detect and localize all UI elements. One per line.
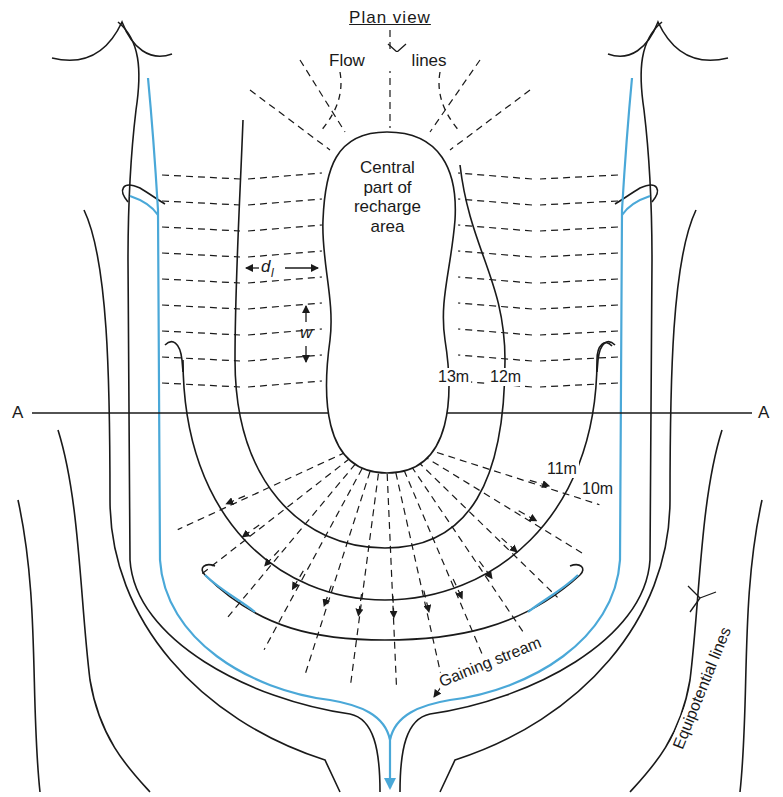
flow-line [248,173,322,179]
flow-line [162,331,240,335]
flow-line [248,303,322,309]
flow-line [162,201,240,205]
flow-line [540,253,618,257]
flow-line [450,90,530,150]
contour-value: 13m [436,368,471,386]
flow-line [264,469,362,650]
flow-line [458,355,532,361]
equipotential-label: Equipotential lines [669,623,735,754]
flow-line [248,225,322,231]
flow-line [404,470,486,662]
flow-line [292,571,303,589]
flow-line [458,199,532,205]
flow-line [162,253,240,257]
flow-line [250,90,330,150]
flow-line [396,473,443,682]
distance-symbol: d [261,258,270,277]
flow-line [424,591,429,612]
flow-line [453,579,462,599]
flow-line [458,329,532,335]
contour-value: 10m [580,480,615,498]
flow-line [265,550,279,566]
flow-line [418,461,558,597]
flow-line [162,279,240,283]
flow-line [162,383,240,387]
flow-line [387,474,396,690]
flow-line [162,227,240,231]
flow-line [540,175,618,179]
flow-line [426,449,600,505]
flow-line [226,496,245,504]
diagram-title: Plan view [349,8,431,28]
flow-line [199,459,350,577]
flow-line [350,474,378,687]
flow-lines-label: Flow lines [327,52,449,71]
flow-line [178,452,346,529]
flow-line [162,175,240,179]
flow-line [248,355,322,361]
flow-line [248,381,322,387]
flow-line [324,586,331,607]
flow-line [411,466,524,634]
flow-line [389,30,390,128]
stream-label: Gaining stream [435,633,546,691]
flow-line [540,227,618,231]
flow-line [393,596,394,618]
flow-line [300,60,345,132]
flow-line [162,357,240,361]
flow-line [248,251,322,257]
flow-line [540,383,618,387]
section-mark: A [12,404,23,423]
flow-line [540,305,618,309]
flow-line [540,331,618,335]
flow-line [242,525,259,537]
flow-line [519,511,537,521]
flow-line [162,305,240,309]
flow-line [540,357,618,361]
width-symbol: w [300,324,312,343]
flow-line [502,538,518,552]
contour-value: 12m [488,368,523,386]
flow-line [458,173,532,179]
flow-line [458,277,532,283]
flow-line [248,277,322,283]
flow-line [458,225,532,231]
flow-line [458,251,532,257]
flow-line [479,561,492,578]
contour-value: 11m [545,460,579,478]
flow-line [305,472,370,674]
flow-line [458,303,532,309]
flow-line [540,279,618,283]
flow-line [358,594,361,616]
flow-line [530,480,549,486]
distance-subscript: l [271,267,274,280]
flow-line [422,455,582,553]
flow-line [430,60,480,132]
flow-line [540,201,618,205]
area-label: Central part of recharge area [346,158,430,236]
recharge-area: Central part of recharge area [315,130,460,475]
flow-line [228,464,355,617]
section-mark: A [758,404,769,423]
flow-line [248,199,322,205]
